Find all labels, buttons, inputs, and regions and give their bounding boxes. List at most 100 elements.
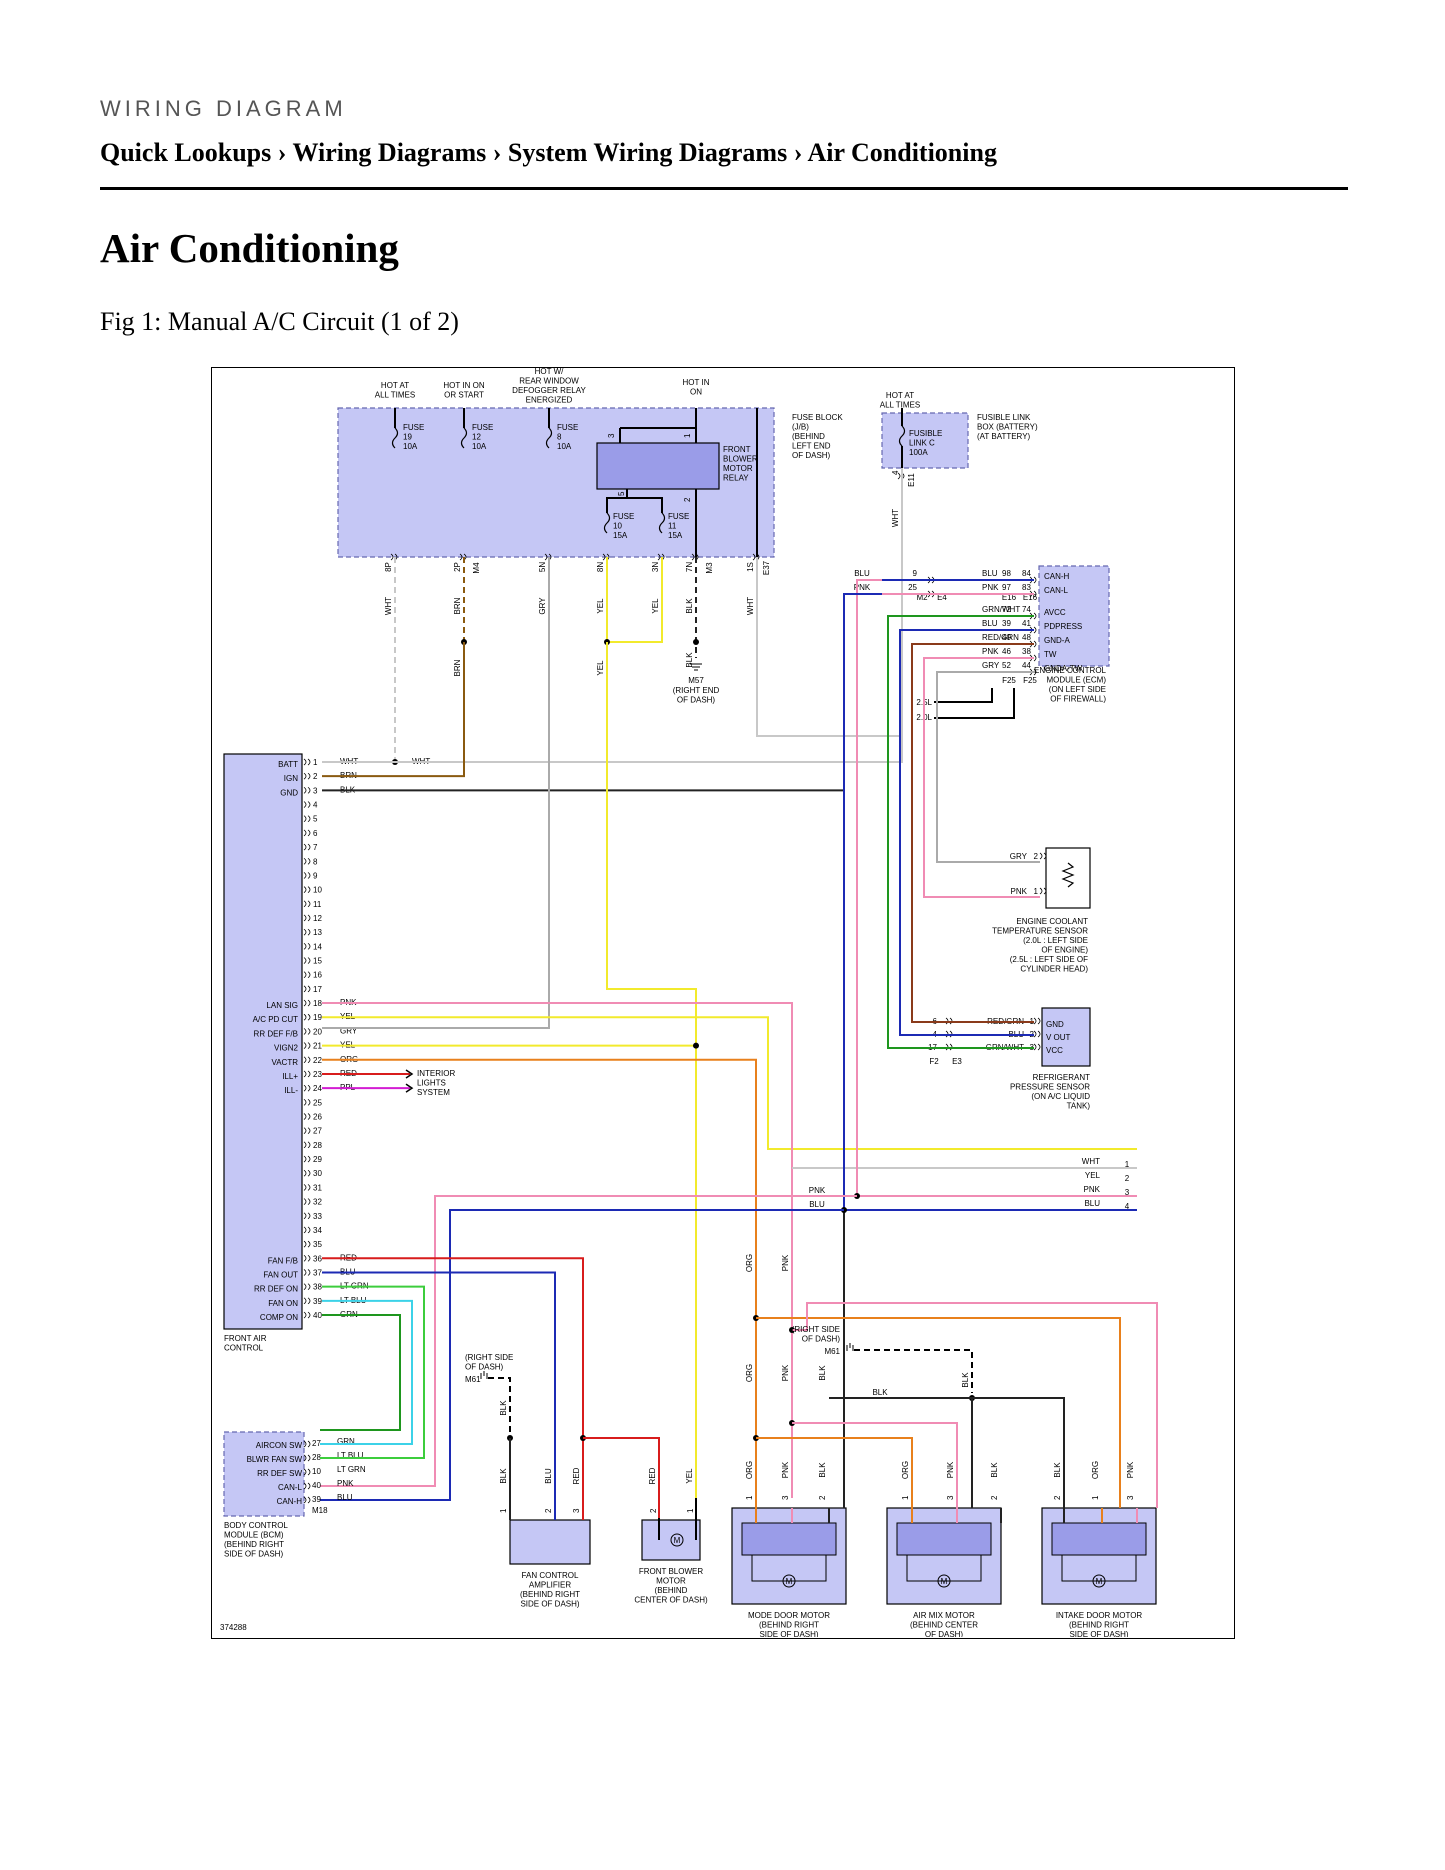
front-air-control-pin-mark — [303, 758, 311, 766]
ground-m61-a-wire-label: BLK — [499, 1400, 508, 1416]
intake-motor-pin-3: 3 — [1126, 1495, 1135, 1500]
intake-motor-symbol-label: M — [1096, 1577, 1103, 1586]
fuse-block-connector-m3: M3 — [705, 562, 714, 574]
bcm-wire-10: LT GRN — [337, 1465, 366, 1474]
wire-red-grn-rs — [911, 643, 1034, 1023]
wire-brn-label-2: BRN — [453, 659, 462, 676]
front-air-control-pin-mark — [303, 787, 311, 794]
blower-pin-1: 1 — [686, 1508, 695, 1513]
figure-id: 374288 — [220, 1623, 247, 1632]
breadcrumb-item-wiring-diagrams[interactable]: Wiring Diagrams — [292, 138, 487, 167]
wire-pnk-ect — [923, 657, 1040, 898]
bcm-connector-mark — [303, 1454, 311, 1462]
ecm-wire-2: GRN/WHT — [982, 605, 1020, 614]
fuse-block-connector-e37: E37 — [762, 560, 771, 575]
fuse-block-connector-m4: M4 — [472, 562, 481, 574]
front-air-control-pin-mark — [303, 1212, 311, 1220]
refrigerant-connector-mark — [1033, 1030, 1041, 1038]
front-air-control-pin-38: 38 — [313, 1283, 322, 1292]
wire-blu-bcm — [320, 1209, 844, 1501]
breadcrumb-item-quick-lookups[interactable]: Quick Lookups — [100, 138, 272, 167]
front-air-control-pin-mark — [303, 1283, 311, 1290]
wire-gry-rr-def — [322, 557, 550, 1029]
wire-org-airmix — [756, 1437, 913, 1508]
bcm-pin-28: 28 — [312, 1453, 321, 1462]
front-air-control-pin-11: 11 — [313, 900, 322, 909]
front-air-control-pin-mark — [303, 914, 311, 922]
ecm-pin-a-52: 52 — [1002, 661, 1011, 670]
ecm-left-wire-0: BLU — [854, 569, 870, 578]
blower-motor-symbol-label: M — [674, 1536, 681, 1545]
front-air-control-pin-mark — [303, 1013, 311, 1021]
mid-wire-label-pnk-2: PNK — [781, 1364, 790, 1381]
mid-wire-label-pnk-1: PNK — [781, 1254, 790, 1271]
front-air-control-pin-mark — [303, 999, 311, 1007]
ecm-2-5l-line — [934, 688, 993, 703]
wire-yel-label-2: YEL — [596, 660, 605, 676]
fan-amp-pin-1: 1 — [499, 1508, 508, 1513]
front-air-control-pin-22: 22 — [313, 1056, 322, 1065]
front-air-control-pin-18: 18 — [313, 999, 322, 1008]
wire-org-vactr — [322, 1058, 757, 1498]
ecm-pin-b-44: 44 — [1022, 661, 1031, 670]
front-air-control-pin-mark — [303, 1184, 311, 1191]
front-air-control-pin-mark — [303, 1169, 311, 1177]
ground-m61-b-wire-label: BLK — [961, 1372, 970, 1388]
front-air-control-pin-36: 36 — [313, 1254, 322, 1263]
wire-pnk-airmix — [792, 1422, 958, 1508]
relay-pin-2: 2 — [683, 497, 692, 502]
ground-m57-symbol — [690, 663, 702, 671]
refrigerant-connector-e3: E3 — [952, 1057, 962, 1066]
air-mix-motor — [886, 1507, 1002, 1605]
breadcrumb-separator: › — [277, 138, 287, 167]
front-air-control-pin-mark — [303, 1070, 311, 1078]
fan-amp-wire-label-1: BLU — [544, 1468, 553, 1484]
intake-motor — [1041, 1507, 1157, 1605]
breadcrumb-item-air-conditioning[interactable]: Air Conditioning — [807, 138, 997, 167]
fuse-block-wire-label-4: YEL — [651, 598, 660, 614]
bus-label-pnk: PNK — [809, 1186, 826, 1195]
to-page2-pin-3: 3 — [1125, 1188, 1130, 1197]
fusible-link-pin: 4 — [891, 470, 900, 475]
front-air-control-signal-rr-def-on: RR DEF ON — [254, 1285, 298, 1294]
ecm-signal-avcc: AVCC — [1044, 608, 1066, 617]
to-page2-wire-2: YEL — [1085, 1171, 1101, 1180]
wire-pnk-intake — [792, 1302, 1158, 1508]
refrigerant-sensor — [1041, 1007, 1091, 1067]
front-air-control-signal-lan-sig: LAN SIG — [266, 1001, 298, 1010]
wire-lt-blu-fan-on — [320, 1299, 413, 1445]
ecm-pin-b-48: 48 — [1022, 633, 1031, 642]
ecm-pin-a-39: 39 — [1002, 619, 1011, 628]
ecm-wire-6: GRY — [982, 661, 1000, 670]
breadcrumb-item-system-wiring-diagrams[interactable]: System Wiring Diagrams — [507, 138, 788, 167]
refrigerant-signal-vcc: VCC — [1046, 1046, 1063, 1055]
mid-wire-label-blk-2: BLK — [872, 1388, 888, 1397]
front-air-control-signal-gnd: GND — [280, 788, 298, 797]
ecm-signal-pdpress: PDPRESS — [1044, 622, 1082, 631]
relay-pin-1: 1 — [683, 433, 692, 438]
front-air-control-pin-mark — [303, 886, 311, 893]
front-air-control-signal-fan-f-b: FAN F/B — [268, 1256, 298, 1265]
fan-amp-wire-label-2: RED — [572, 1467, 581, 1484]
fuse-block-pin-8N: 8N — [596, 562, 605, 572]
front-air-control-pin-20: 20 — [313, 1027, 322, 1036]
intake-motor-wire-label-2: PNK — [1126, 1461, 1135, 1478]
ecm-module — [1038, 565, 1110, 667]
front-air-control-pin-mark — [303, 985, 311, 993]
ecm-pin-a-40: 40 — [1002, 633, 1011, 642]
front-air-control-pin-mark — [303, 1311, 311, 1319]
front-air-control-pin-25: 25 — [313, 1098, 322, 1107]
wire-pnk-bcm — [320, 1195, 857, 1487]
front-air-control-pin-mark — [303, 900, 311, 908]
fuse-block-wire-label-0: WHT — [384, 597, 393, 615]
front-air-control-pin-mark — [303, 1141, 311, 1149]
ect-connector-mark — [1039, 852, 1047, 860]
mode-motor-symbol-label: M — [786, 1577, 793, 1586]
front-air-control-pin-mark — [303, 928, 311, 936]
wire-blk-m61-b — [854, 1349, 973, 1393]
